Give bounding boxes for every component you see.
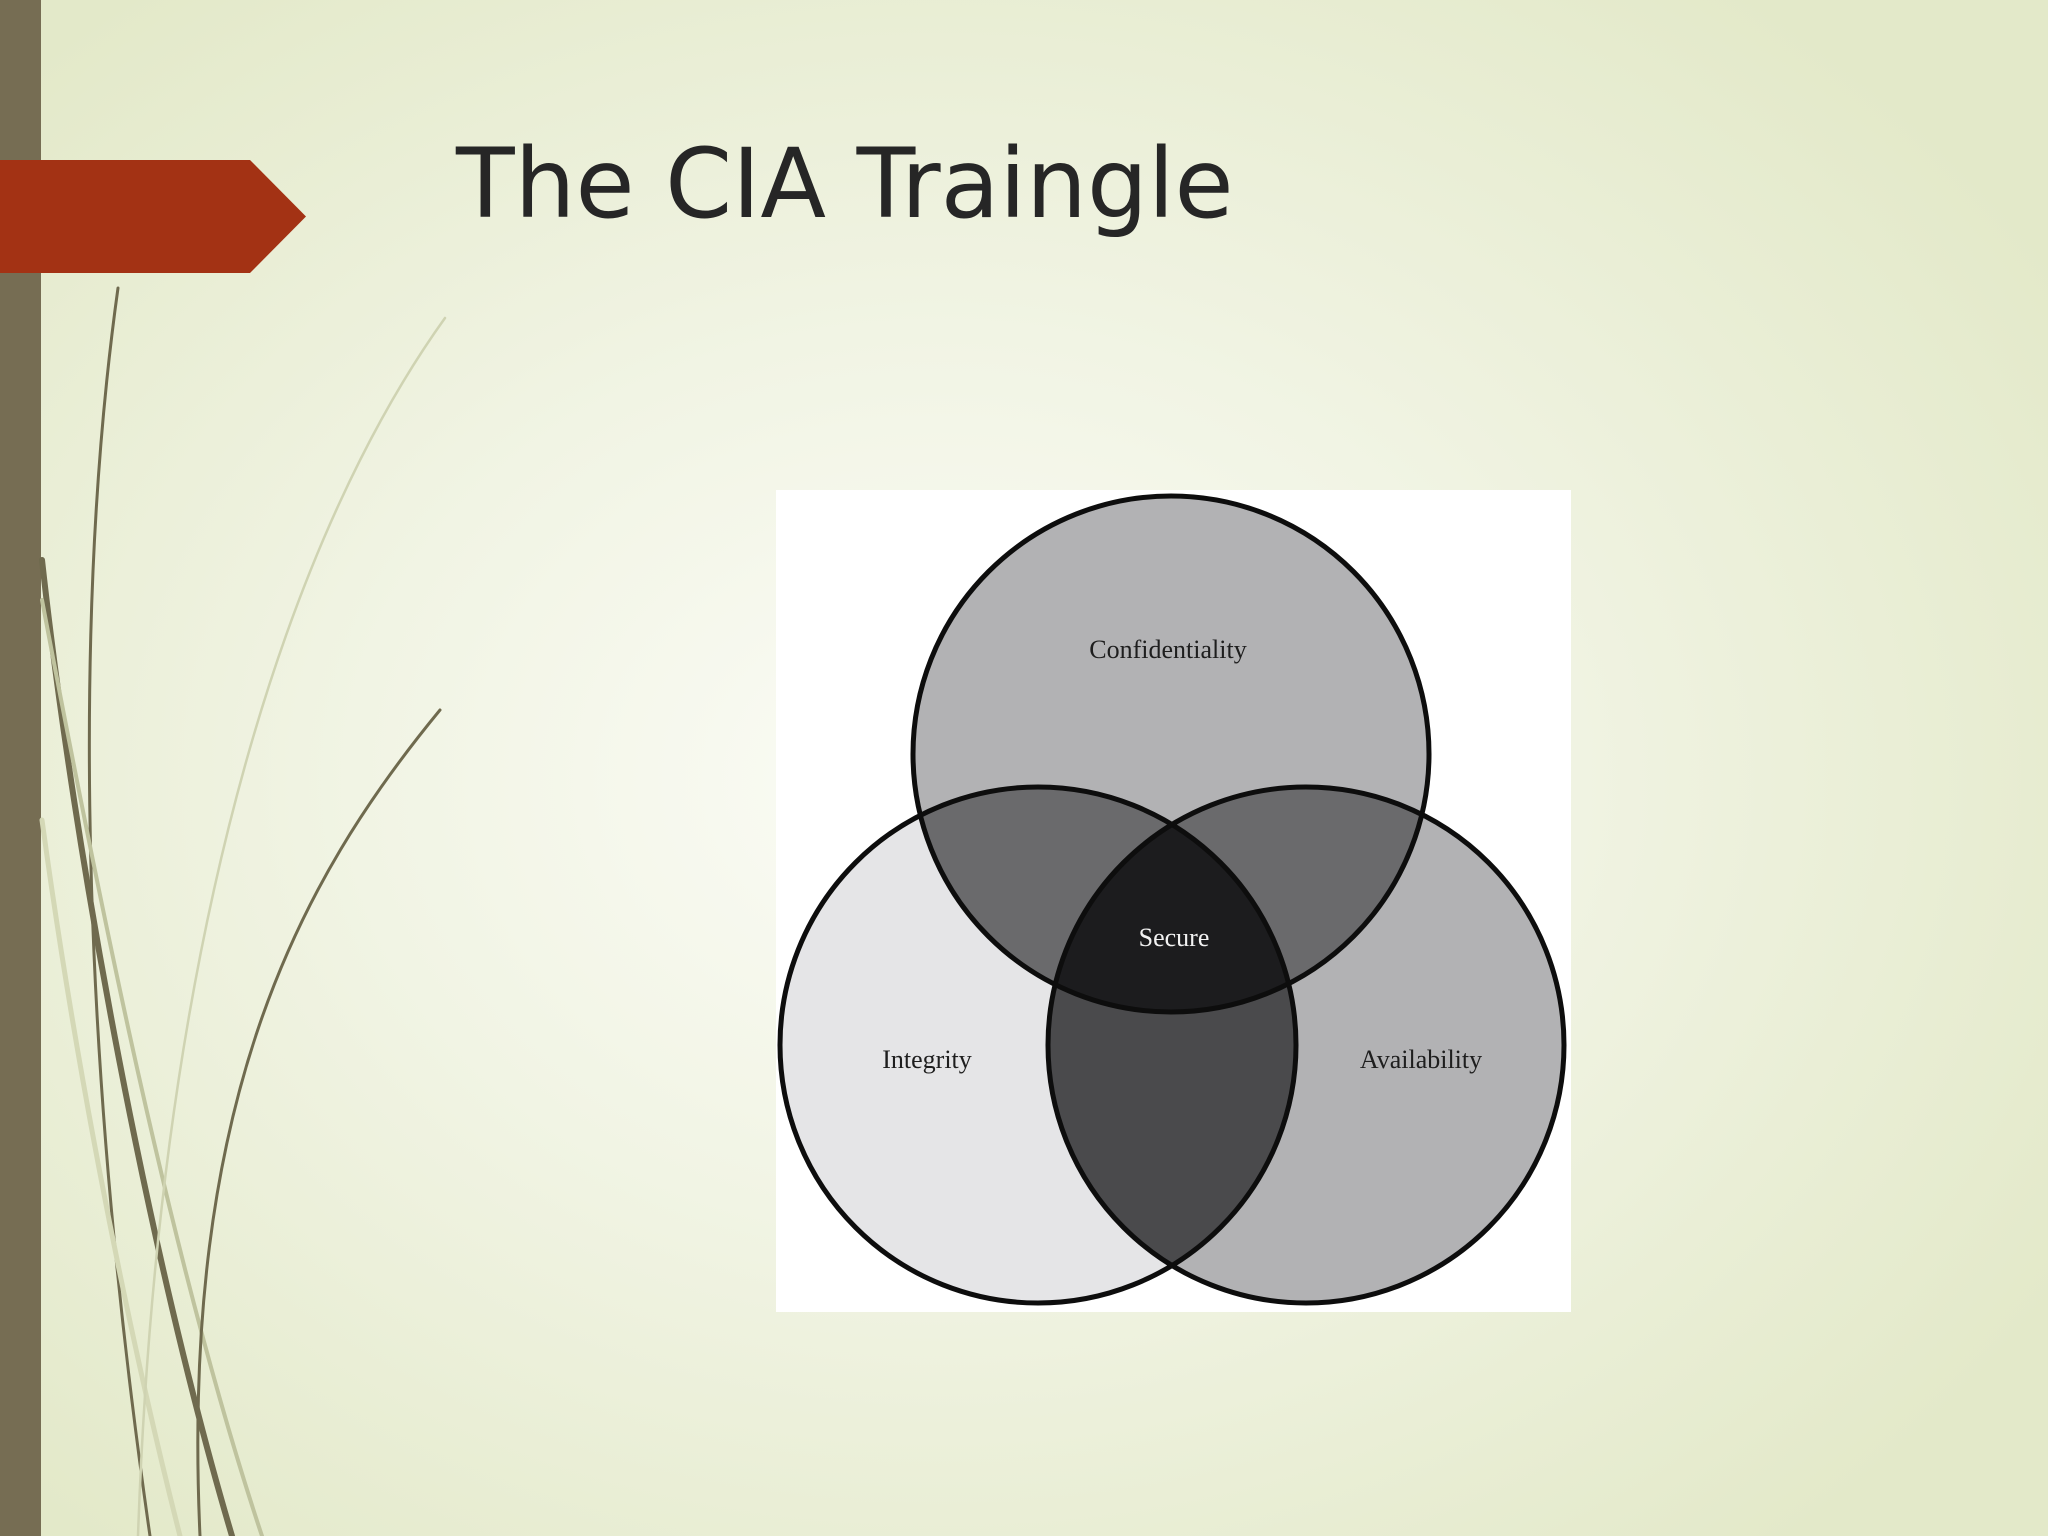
availability-outline — [1045, 784, 1567, 1306]
secure-label: Secure — [1139, 923, 1210, 952]
confidentiality-outline — [910, 493, 1432, 1015]
secure-center-region — [1048, 787, 1296, 1012]
integrity-label: Integrity — [882, 1045, 972, 1074]
availability-label: Availability — [1360, 1045, 1482, 1074]
integrity-outline — [777, 784, 1299, 1306]
cia-venn-diagram: Confidentiality Secure Integrity Availab… — [776, 490, 1571, 1312]
slide-title: The CIA Traingle — [456, 128, 1234, 240]
confidentiality-label: Confidentiality — [1089, 635, 1246, 664]
title-marker-arrow — [0, 160, 306, 273]
